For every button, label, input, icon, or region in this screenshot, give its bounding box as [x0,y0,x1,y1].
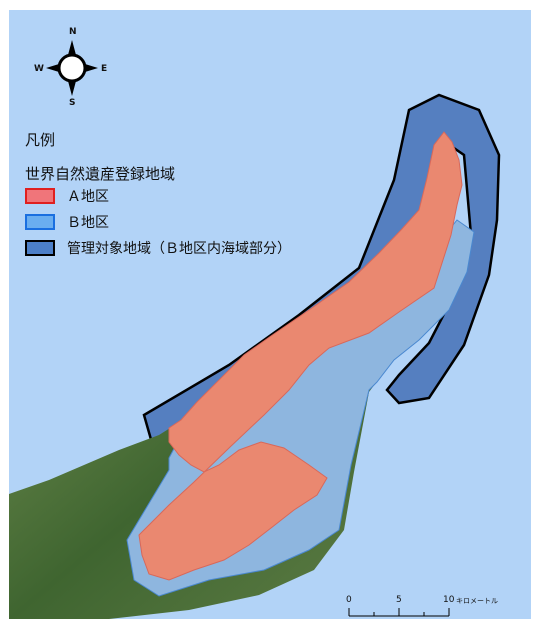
compass-east-label: E [101,64,108,74]
map-frame: N S E W 凡例 世界自然遺産登録地域 Ａ地区 Ｂ地区 管理対象地域（Ｂ地区… [9,10,531,619]
scale-tick-5: 5 [396,595,402,605]
scale-tick-0: 0 [346,595,352,605]
zone-b-swatch [25,214,55,230]
legend-subtitle: 世界自然遺産登録地域 [25,165,176,183]
legend-item-zone-b: Ｂ地区 [25,212,109,232]
marine-zone-swatch [25,240,55,256]
map-canvas [9,10,531,619]
scale-unit: キロメートル [456,597,498,605]
zone-a-swatch [25,188,55,204]
legend-item-marine-zone: 管理対象地域（Ｂ地区内海域部分） [25,238,291,258]
compass-rose [46,40,98,96]
compass-west-label: W [34,64,44,74]
legend-item-zone-a: Ａ地区 [25,186,109,206]
legend-label-zone-a: Ａ地区 [67,189,109,205]
compass-south-label: S [69,98,76,108]
legend-label-zone-b: Ｂ地区 [67,215,109,231]
legend-label-marine-zone: 管理対象地域（Ｂ地区内海域部分） [67,241,291,257]
zone-a [138,131,463,581]
scale-tick-10: 10 [443,595,455,605]
legend-title: 凡例 [25,131,56,149]
compass-north-label: N [69,27,77,37]
scale-bar [348,608,450,617]
